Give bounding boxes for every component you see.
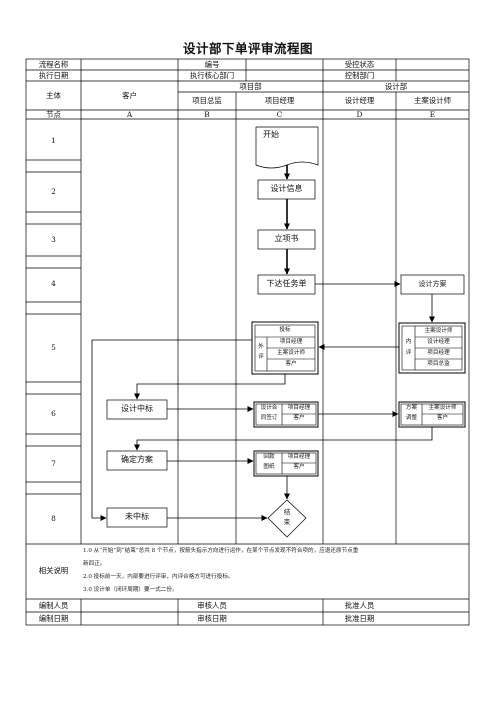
bid-row: 客户 bbox=[285, 361, 297, 367]
approver-label: 批准人员 bbox=[344, 601, 375, 610]
lead-designer-header: 主案设计师 bbox=[414, 96, 451, 105]
row-number: 5 bbox=[51, 343, 56, 352]
bid-head: 投标 bbox=[279, 327, 291, 333]
node-label: 节点 bbox=[46, 110, 61, 119]
design-manager-header: 设计经理 bbox=[344, 96, 375, 105]
note-line: 新四正。 bbox=[83, 561, 106, 567]
internal-side: 评 bbox=[405, 350, 412, 356]
approve-date-label: 批准日期 bbox=[344, 614, 375, 623]
confirm-plan-label: 确定方案 bbox=[121, 455, 153, 464]
design-dept-header: 设计部 bbox=[384, 82, 408, 91]
won-bid-node bbox=[106, 399, 168, 420]
note-line: 1.0 从“开始”到“结束”总共 8 个节点，按箭头指示方向进行运作，在某个节点… bbox=[83, 548, 359, 554]
arrow-bid-lostbid bbox=[91, 339, 252, 521]
payment-row: 客户 bbox=[293, 464, 305, 470]
arrow-bid-wonbid bbox=[134, 374, 286, 400]
design-plan-label: 设计方案 bbox=[418, 280, 447, 288]
note-line: 3.0 设计单（闭环周期）要一式二份。 bbox=[83, 587, 178, 593]
adjust-row: 主案设计师 bbox=[428, 405, 457, 411]
control-dept-label: 控制部门 bbox=[344, 71, 375, 80]
arrow-adjust-confirm bbox=[134, 427, 433, 451]
exec-core-dept-label: 执行核心部门 bbox=[189, 71, 235, 80]
internal-review-box bbox=[398, 322, 466, 374]
payment-box bbox=[253, 450, 319, 477]
confirm-plan-node bbox=[106, 450, 168, 471]
column-e: E bbox=[429, 110, 436, 119]
bid-row: 项目经理 bbox=[279, 339, 303, 345]
bid-review-box bbox=[251, 321, 319, 375]
flow-name-label: 流程名称 bbox=[38, 60, 69, 69]
bid-side: 外 bbox=[258, 344, 264, 350]
end-label: 结 bbox=[283, 508, 291, 516]
start-node bbox=[255, 126, 319, 169]
notes-label: 相关说明 bbox=[38, 566, 69, 575]
lost-bid-label: 未中标 bbox=[125, 512, 149, 521]
contract-box bbox=[253, 401, 319, 428]
contract-left: 设计合 bbox=[260, 405, 278, 411]
subject-label: 主体 bbox=[46, 91, 61, 100]
reviewer-label: 审核人员 bbox=[197, 601, 227, 610]
row-number: 8 bbox=[51, 514, 56, 523]
adjust-left: 调整 bbox=[405, 415, 418, 421]
contract-row: 项目经理 bbox=[287, 405, 311, 411]
design-info-label: 设计信息 bbox=[270, 184, 303, 193]
compiler-label: 编制人员 bbox=[38, 601, 69, 610]
page-title: 设计部下单评审流程图 bbox=[182, 41, 313, 56]
adjust-box bbox=[398, 401, 466, 428]
row-number: 6 bbox=[51, 409, 56, 418]
row-number: 7 bbox=[51, 459, 56, 468]
column-c: C bbox=[276, 110, 283, 119]
adjust-row: 客户 bbox=[436, 415, 449, 421]
customer-column: 客户 bbox=[122, 91, 137, 100]
project-dept-header: 项目部 bbox=[239, 82, 262, 91]
won-bid-label: 设计中标 bbox=[121, 404, 153, 413]
task-order-label: 下达任务单 bbox=[266, 279, 307, 288]
bid-row: 主案设计师 bbox=[277, 350, 305, 356]
adjust-left: 方案 bbox=[405, 405, 418, 411]
column-a: A bbox=[126, 110, 133, 119]
row-number: 2 bbox=[51, 187, 56, 196]
code-label: 编号 bbox=[204, 60, 220, 69]
internal-row: 项目总监 bbox=[427, 361, 450, 367]
payment-left: 回款 bbox=[263, 454, 275, 460]
review-date-label: 审核日期 bbox=[197, 614, 227, 623]
internal-row: 主案设计师 bbox=[424, 328, 453, 334]
project-director-header: 项目总监 bbox=[192, 96, 222, 105]
end-node bbox=[267, 499, 307, 538]
exec-date-label: 执行日期 bbox=[38, 71, 69, 80]
note-line: 2.0 投标前一天，内部要进行评审，内评合格方可进行投标。 bbox=[83, 574, 234, 580]
control-status-label: 受控状态 bbox=[344, 60, 375, 69]
payment-row: 项目经理 bbox=[287, 454, 311, 460]
compile-date-label: 编制日期 bbox=[38, 614, 69, 623]
payment-left: 图纸 bbox=[263, 464, 275, 470]
task-order-node bbox=[257, 274, 316, 295]
internal-row: 项目经理 bbox=[427, 350, 450, 356]
row-number: 3 bbox=[51, 235, 56, 244]
contract-row: 客户 bbox=[293, 415, 305, 421]
column-b: B bbox=[204, 110, 210, 119]
design-plan-node bbox=[400, 274, 465, 295]
start-label: 开始 bbox=[263, 130, 279, 139]
lost-bid-node bbox=[106, 507, 168, 528]
row-number: 1 bbox=[51, 136, 56, 145]
bid-side: 评 bbox=[258, 354, 264, 360]
row-number: 4 bbox=[51, 279, 56, 288]
internal-row: 设计经理 bbox=[427, 339, 450, 345]
internal-side: 内 bbox=[405, 339, 412, 345]
contract-left: 同签订 bbox=[260, 415, 278, 421]
project-manager-header: 项目经理 bbox=[264, 96, 295, 105]
end-label: 束 bbox=[283, 518, 291, 526]
column-d: D bbox=[356, 110, 363, 119]
project-setup-label: 立项书 bbox=[274, 234, 299, 243]
